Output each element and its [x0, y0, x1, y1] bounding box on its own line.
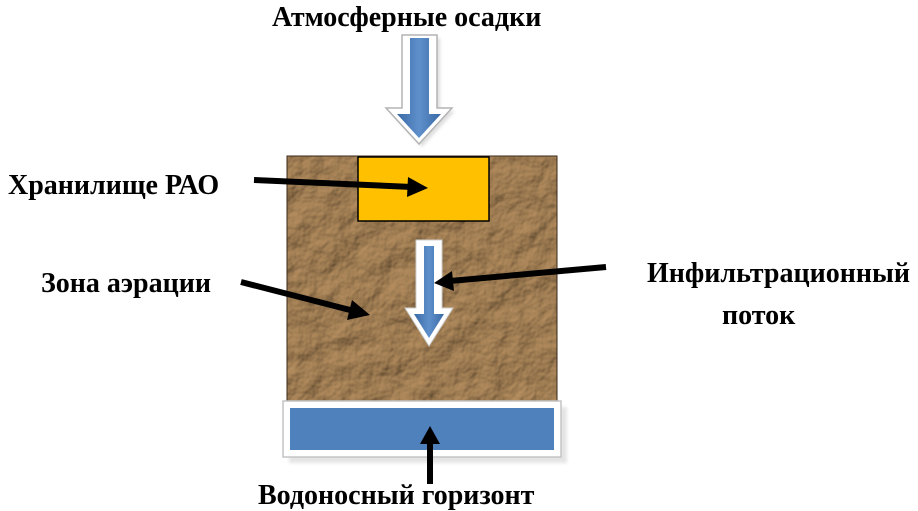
aquifer-label: Водоносный горизонт	[258, 480, 535, 511]
storage-label: Хранилище РАО	[8, 170, 220, 201]
aquifer-bar	[282, 400, 567, 463]
pointer-aquifer	[420, 426, 440, 484]
infiltration-label-line2: поток	[722, 300, 796, 331]
infiltration-label-line1: Инфильтрационный	[646, 258, 910, 289]
infiltration-arrow	[404, 239, 454, 347]
infiltration-label: Инфильтрационный поток	[0, 260, 912, 340]
precipitation-label: Атмосферные осадки	[272, 2, 542, 33]
precipitation-arrow	[384, 34, 455, 147]
pointer-aeration	[240, 279, 370, 320]
aeration-zone-label: Зона аэрации	[41, 268, 211, 299]
pointer-storage	[253, 177, 428, 197]
pointer-infiltration	[434, 264, 607, 291]
